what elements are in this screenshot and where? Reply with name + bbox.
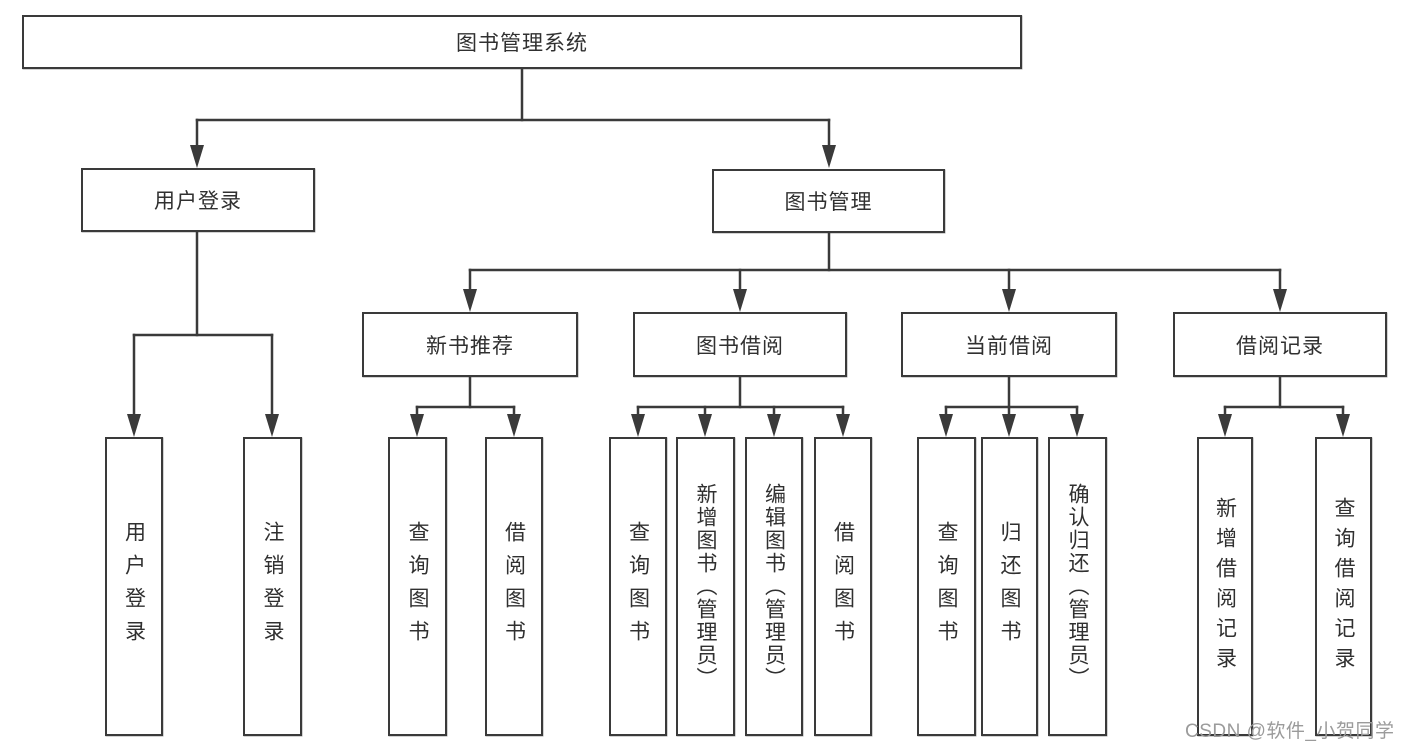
- node-book-borrow: 图书借阅: [633, 312, 847, 377]
- leaf-return-books: 归还图书: [981, 437, 1038, 736]
- leaf-query-books-recommend-label: 查询图书: [406, 520, 429, 653]
- leaf-add-borrow-record-label: 新增借阅记录: [1213, 496, 1237, 677]
- leaf-query-books-borrow: 查询图书: [609, 437, 667, 736]
- node-new-book-recommend: 新书推荐: [362, 312, 578, 377]
- csdn-watermark: CSDN @软件_小贺同学: [1185, 721, 1395, 742]
- leaf-query-books-borrow-label: 查询图书: [626, 520, 650, 653]
- leaf-logout-label: 注销登录: [261, 520, 284, 653]
- node-book-management: 图书管理: [712, 169, 945, 233]
- node-current-borrow-label: 当前借阅: [965, 334, 1053, 358]
- leaf-borrow-books-recommend: 借阅图书: [485, 437, 543, 736]
- leaf-edit-books-admin: 编辑图书（管理员）: [745, 437, 803, 736]
- leaf-logout: 注销登录: [243, 437, 302, 736]
- node-book-management-label: 图书管理: [784, 191, 873, 214]
- leaf-confirm-return-admin: 确认归还（管理员）: [1048, 437, 1107, 736]
- leaf-return-books-label: 归还图书: [998, 520, 1021, 653]
- node-user-login-label: 用户登录: [154, 190, 242, 213]
- node-root-label: 图书管理系统: [456, 32, 588, 55]
- leaf-query-books-current-label: 查询图书: [935, 520, 958, 653]
- arrowhead-icons: [127, 145, 1350, 437]
- node-user-login: 用户登录: [81, 168, 315, 232]
- leaf-add-books-admin-label: 新增图书（管理员）: [694, 483, 717, 690]
- leaf-borrow-books: 借阅图书: [814, 437, 872, 736]
- leaf-query-borrow-record-label: 查询借阅记录: [1332, 496, 1355, 677]
- leaf-confirm-return-admin-label: 确认归还（管理员）: [1066, 483, 1089, 690]
- leaf-borrow-books-recommend-label: 借阅图书: [502, 520, 526, 653]
- leaf-user-login: 用户登录: [105, 437, 163, 736]
- leaf-add-books-admin: 新增图书（管理员）: [676, 437, 735, 736]
- node-book-borrow-label: 图书借阅: [696, 334, 784, 358]
- leaf-query-books-current: 查询图书: [917, 437, 976, 736]
- node-new-book-recommend-label: 新书推荐: [426, 334, 514, 358]
- leaf-edit-books-admin-label: 编辑图书（管理员）: [762, 483, 786, 690]
- leaf-query-books-recommend: 查询图书: [388, 437, 447, 736]
- node-borrow-records-label: 借阅记录: [1236, 334, 1324, 358]
- leaf-borrow-books-label: 借阅图书: [831, 520, 855, 653]
- node-current-borrow: 当前借阅: [901, 312, 1117, 377]
- node-root-system: 图书管理系统: [22, 15, 1022, 69]
- leaf-query-borrow-record: 查询借阅记录: [1315, 437, 1372, 736]
- node-borrow-records: 借阅记录: [1173, 312, 1387, 377]
- leaf-user-login-label: 用户登录: [122, 520, 146, 653]
- leaf-add-borrow-record: 新增借阅记录: [1197, 437, 1253, 736]
